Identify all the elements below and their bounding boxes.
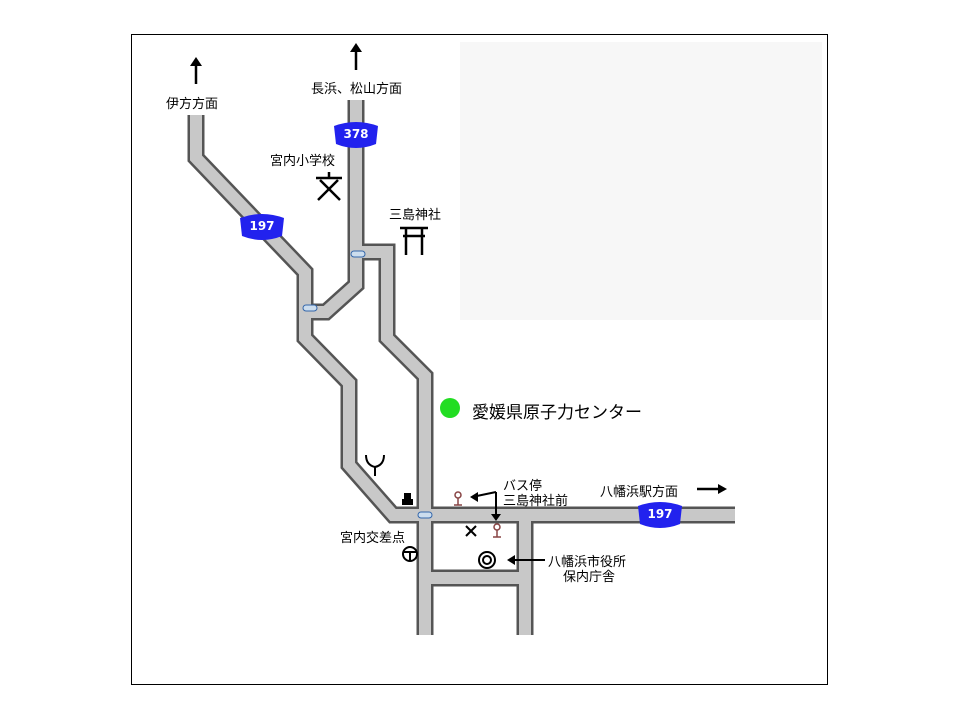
label-city-office: 八幡浜市役所 (548, 555, 627, 570)
route-197-label: 197 (249, 219, 275, 233)
center-marker-icon (440, 398, 460, 418)
label-bus-stop-name: 三島神社前 (503, 494, 569, 509)
route-378-label: 378 (343, 127, 369, 141)
signal-icons (302, 250, 433, 519)
label-bus-stop: バス停 (503, 479, 543, 494)
label-shrine: 三島神社 (389, 208, 442, 223)
city-office-icon (478, 551, 496, 569)
route-197-label: 197 (647, 507, 673, 521)
label-intersection: 宮内交差点 (340, 531, 406, 546)
roads (187, 100, 735, 635)
shrine-torii-icon (400, 226, 428, 255)
bus-stop-arrows (470, 491, 501, 521)
route-shields (240, 122, 682, 528)
post-office-icon (402, 546, 418, 562)
route-378-shield-icon (334, 122, 378, 148)
gas-station-icon (402, 493, 413, 505)
route-197-shield-icon (240, 214, 284, 240)
traffic-signal-icon (302, 304, 318, 312)
orchard-icon (365, 454, 385, 476)
label-yawatahama-station: 八幡浜駅方面 (600, 485, 679, 500)
traffic-signal-icon (417, 511, 433, 519)
label-school: 宮内小学校 (270, 154, 336, 169)
office-arrow (507, 555, 545, 565)
blank-panel (460, 42, 822, 320)
label-city-office-branch: 保内庁舎 (563, 570, 616, 585)
label-nagahama: 長浜、松山方面 (311, 82, 403, 97)
route-197-shield-icon (638, 502, 682, 528)
label-ikata: 伊方方面 (166, 97, 219, 112)
label-center: 愛媛県原子力センター (472, 403, 642, 423)
police-box-icon (465, 525, 477, 537)
bus-stop-icon (454, 491, 501, 538)
map-frame (131, 34, 828, 685)
traffic-signal-icon (350, 250, 366, 258)
school-icon (316, 172, 342, 201)
